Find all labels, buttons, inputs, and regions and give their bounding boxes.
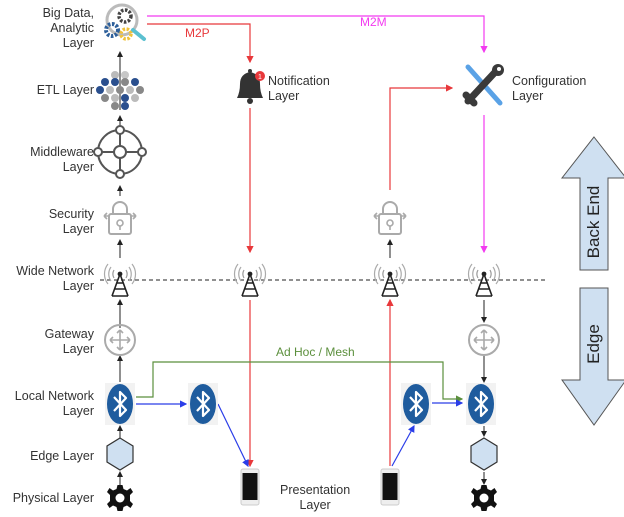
layer-label-physical: Physical Layer xyxy=(12,491,94,505)
bluetooth-icon xyxy=(186,381,220,427)
lock-icon xyxy=(103,201,137,235)
gear-icon xyxy=(471,485,497,511)
gear-icon xyxy=(107,485,133,511)
smartphone-icon xyxy=(380,468,400,506)
bell-icon xyxy=(237,69,265,104)
gateway-router-icon xyxy=(104,324,136,356)
bluetooth-icon xyxy=(464,381,498,427)
config-red-flow xyxy=(386,84,454,466)
m2m-flow xyxy=(147,15,488,254)
hex-cluster-icon xyxy=(96,71,144,110)
bluetooth-icon xyxy=(103,381,137,427)
notification-badge: 1 xyxy=(258,74,262,81)
edge-zone-arrow xyxy=(561,287,624,426)
back-end-zone-arrow xyxy=(560,136,624,271)
analytics-gears-magnifier-icon xyxy=(104,3,146,41)
layer-label-edge: Edge Layer xyxy=(30,449,94,463)
smartphone-icon xyxy=(240,468,260,506)
local-links xyxy=(136,399,464,468)
middleware-hub-icon xyxy=(93,125,147,179)
wrench-screwdriver-icon xyxy=(462,64,504,107)
m2p-label: M2P xyxy=(185,26,210,40)
lock-icon xyxy=(373,201,407,235)
m2p-flow xyxy=(147,23,254,468)
adhoc-mesh-flow xyxy=(136,361,464,403)
adhoc-mesh-label: Ad Hoc / Mesh xyxy=(276,345,355,359)
m2m-label: M2M xyxy=(360,15,387,29)
edge-zone-label: Edge xyxy=(584,324,603,364)
gateway-router-icon xyxy=(468,324,500,356)
bluetooth-icon xyxy=(399,381,433,427)
back-end-zone-label: Back End xyxy=(584,185,603,259)
hexagon-icon xyxy=(470,437,498,471)
layer-label-etl: ETL Layer xyxy=(36,83,94,97)
hexagon-icon xyxy=(106,437,134,471)
